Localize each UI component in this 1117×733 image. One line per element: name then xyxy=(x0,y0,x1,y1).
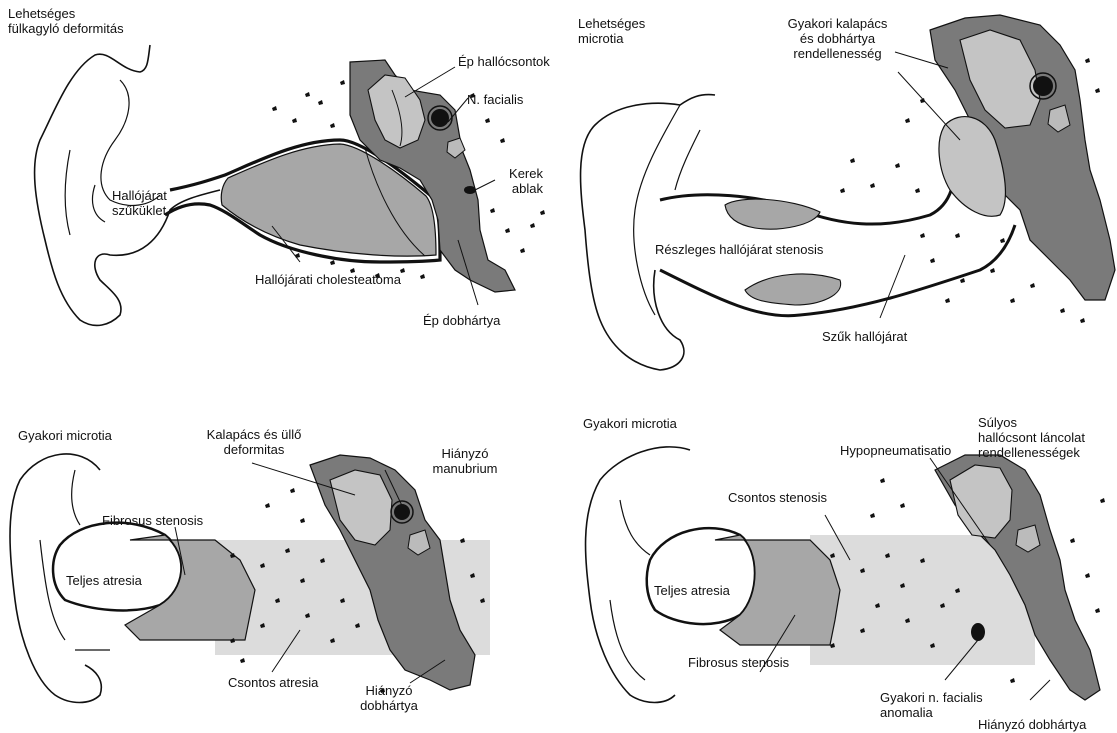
label-malleus-eardrum-anomaly: Gyakori kalapács és dobhártya rendellene… xyxy=(770,16,905,61)
label-canal-cholesteatoma: Hallójárati cholesteatoma xyxy=(255,272,401,287)
facial-nerve-dot-tr xyxy=(1033,76,1053,96)
label-missing-eardrum-br: Hiányzó dobhártya xyxy=(978,717,1086,732)
label-missing-manubrium: Hiányzó manubrium xyxy=(430,446,500,476)
label-severe-chain-anomalies: Súlyos hallócsont láncolat rendellenessé… xyxy=(978,415,1085,460)
label-fibrous-stenosis-br: Fibrosus stenosis xyxy=(688,655,789,670)
label-bony-atresia: Csontos atresia xyxy=(228,675,318,690)
label-missing-eardrum-bl: Hiányzó dobhártya xyxy=(353,683,425,713)
ossicles-light-bl xyxy=(330,470,392,545)
ossicles-light-br xyxy=(950,465,1012,538)
label-intact-ossicles: Ép hallócsontok xyxy=(458,54,550,69)
label-partial-stenosis: Részleges hallójárat stenosis xyxy=(655,242,823,257)
panel-bottom-right xyxy=(586,447,1105,703)
label-facial-nerve: N. facialis xyxy=(467,92,523,107)
label-complete-atresia-br: Teljes atresia xyxy=(654,583,730,598)
label-intact-eardrum: Ép dobhártya xyxy=(423,313,500,328)
label-possible-microtia: Lehetséges microtia xyxy=(578,16,645,46)
label-fibrous-stenosis-bl: Fibrosus stenosis xyxy=(102,513,203,528)
label-bony-stenosis: Csontos stenosis xyxy=(728,490,827,505)
facial-nerve-dot xyxy=(431,109,449,127)
complete-atresia-br xyxy=(647,528,755,624)
microtia-outline xyxy=(581,95,715,370)
partial-stenosis-upper xyxy=(725,199,820,229)
label-canal-stenosis: Hallójárat szűküklet xyxy=(112,188,167,218)
label-complete-atresia-bl: Teljes atresia xyxy=(66,573,142,588)
label-facial-anomaly: Gyakori n. facialis anomalia xyxy=(880,690,983,720)
label-possible-auricle-deformity: Lehetséges fülkagyló deformitás xyxy=(8,6,124,36)
label-malleus-incus-deformity: Kalapács és üllő deformitas xyxy=(195,427,313,457)
label-round-window: Kerek ablak xyxy=(483,166,543,196)
label-common-microtia-br: Gyakori microtia xyxy=(583,416,677,431)
round-window xyxy=(464,186,476,194)
label-narrow-canal: Szűk hallójárat xyxy=(822,329,907,344)
label-common-microtia-bl: Gyakori microtia xyxy=(18,428,112,443)
facial-nerve-anomaly-dot xyxy=(971,623,985,641)
partial-stenosis-lower xyxy=(745,274,841,305)
panel-top-right xyxy=(581,15,1115,370)
label-hypopneumatisation: Hypopneumatisatio xyxy=(840,443,951,458)
